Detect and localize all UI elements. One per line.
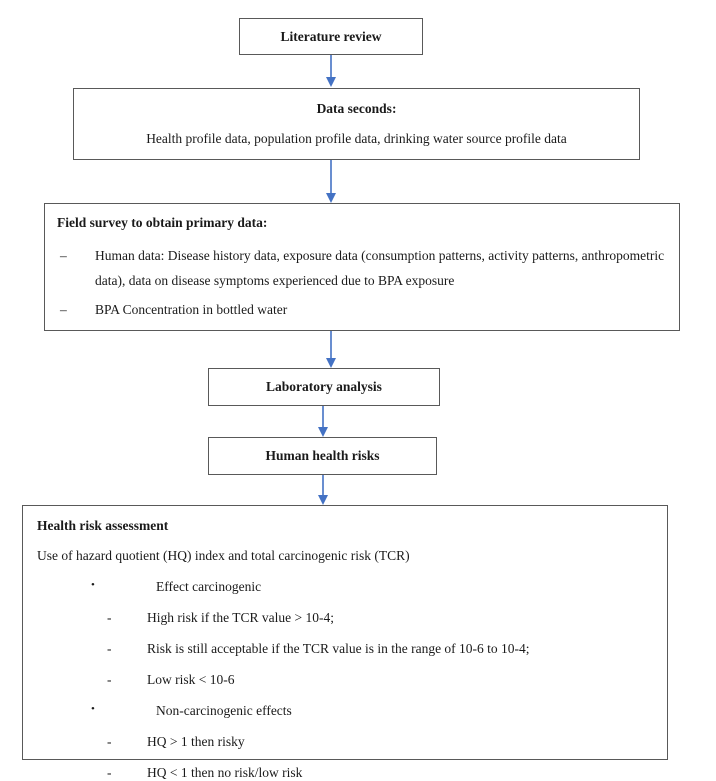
node-health-risk-assessment-intro: Use of hazard quotient (HQ) index and to…: [37, 548, 410, 563]
risk-item-text: High risk if the TCR value > 10-4;: [147, 610, 334, 625]
dash-marker-icon: -: [107, 765, 112, 780]
field-survey-item-text: Human data: Disease history data, exposu…: [95, 248, 665, 288]
dash-marker-icon: -: [107, 641, 112, 656]
risk-item-text: Non-carcinogenic effects: [156, 703, 292, 718]
field-survey-item-text: BPA Concentration in bottled water: [95, 301, 288, 317]
dash-marker-icon: –: [60, 248, 67, 263]
node-field-survey-heading: Field survey to obtain primary data:: [57, 215, 268, 230]
node-data-seconds: Data seconds: Health profile data, popul…: [73, 88, 640, 160]
risk-list-item: • Effect carcinogenic: [37, 579, 653, 595]
connector-arrow-laboratory-to-human: [315, 406, 331, 438]
node-data-seconds-detail: Health profile data, population profile …: [146, 131, 567, 146]
risk-item-text: Low risk < 10-6: [147, 672, 235, 687]
node-human-health-risks-label: Human health risks: [265, 448, 380, 463]
node-literature-review: Literature review: [239, 18, 423, 55]
node-laboratory-analysis-label: Laboratory analysis: [266, 379, 382, 394]
risk-list-item: - HQ < 1 then no risk/low risk: [37, 765, 653, 781]
risk-item-text: HQ > 1 then risky: [147, 734, 245, 749]
node-health-risk-assessment: Health risk assessment Use of hazard quo…: [22, 505, 668, 780]
risk-list-item: • Non-carcinogenic effects: [37, 703, 653, 719]
risk-list-item: - HQ > 1 then risky: [37, 734, 653, 750]
risk-item-text: Risk is still acceptable if the TCR valu…: [147, 641, 530, 656]
node-human-health-risks: Human health risks: [208, 437, 437, 475]
risk-item-text: Effect carcinogenic: [156, 579, 262, 594]
dash-marker-icon: -: [107, 610, 112, 625]
node-literature-review-label: Literature review: [280, 28, 382, 44]
node-field-survey: Field survey to obtain primary data: – H…: [44, 203, 680, 331]
connector-arrow-data-to-field: [323, 160, 339, 204]
risk-list-item: - High risk if the TCR value > 10-4;: [37, 610, 653, 626]
dash-marker-icon: –: [60, 301, 67, 317]
dash-marker-icon: -: [107, 734, 112, 749]
risk-list-item: - Risk is still acceptable if the TCR va…: [37, 641, 653, 657]
node-laboratory-analysis: Laboratory analysis: [208, 368, 440, 406]
bullet-marker-icon: •: [91, 703, 95, 715]
connector-arrow-literature-to-data: [323, 55, 339, 88]
field-survey-list-item: – Human data: Disease history data, expo…: [57, 244, 665, 294]
risk-list-item: - Low risk < 10-6: [37, 672, 653, 688]
field-survey-list-item: – BPA Concentration in bottled water: [57, 298, 665, 323]
connector-arrow-field-to-laboratory: [323, 331, 339, 369]
node-data-seconds-heading: Data seconds:: [316, 101, 397, 116]
connector-arrow-human-to-assessment: [315, 475, 331, 506]
risk-item-text: HQ < 1 then no risk/low risk: [147, 765, 303, 780]
dash-marker-icon: -: [107, 672, 112, 687]
bullet-marker-icon: •: [91, 579, 95, 591]
node-health-risk-assessment-heading: Health risk assessment: [37, 518, 169, 533]
